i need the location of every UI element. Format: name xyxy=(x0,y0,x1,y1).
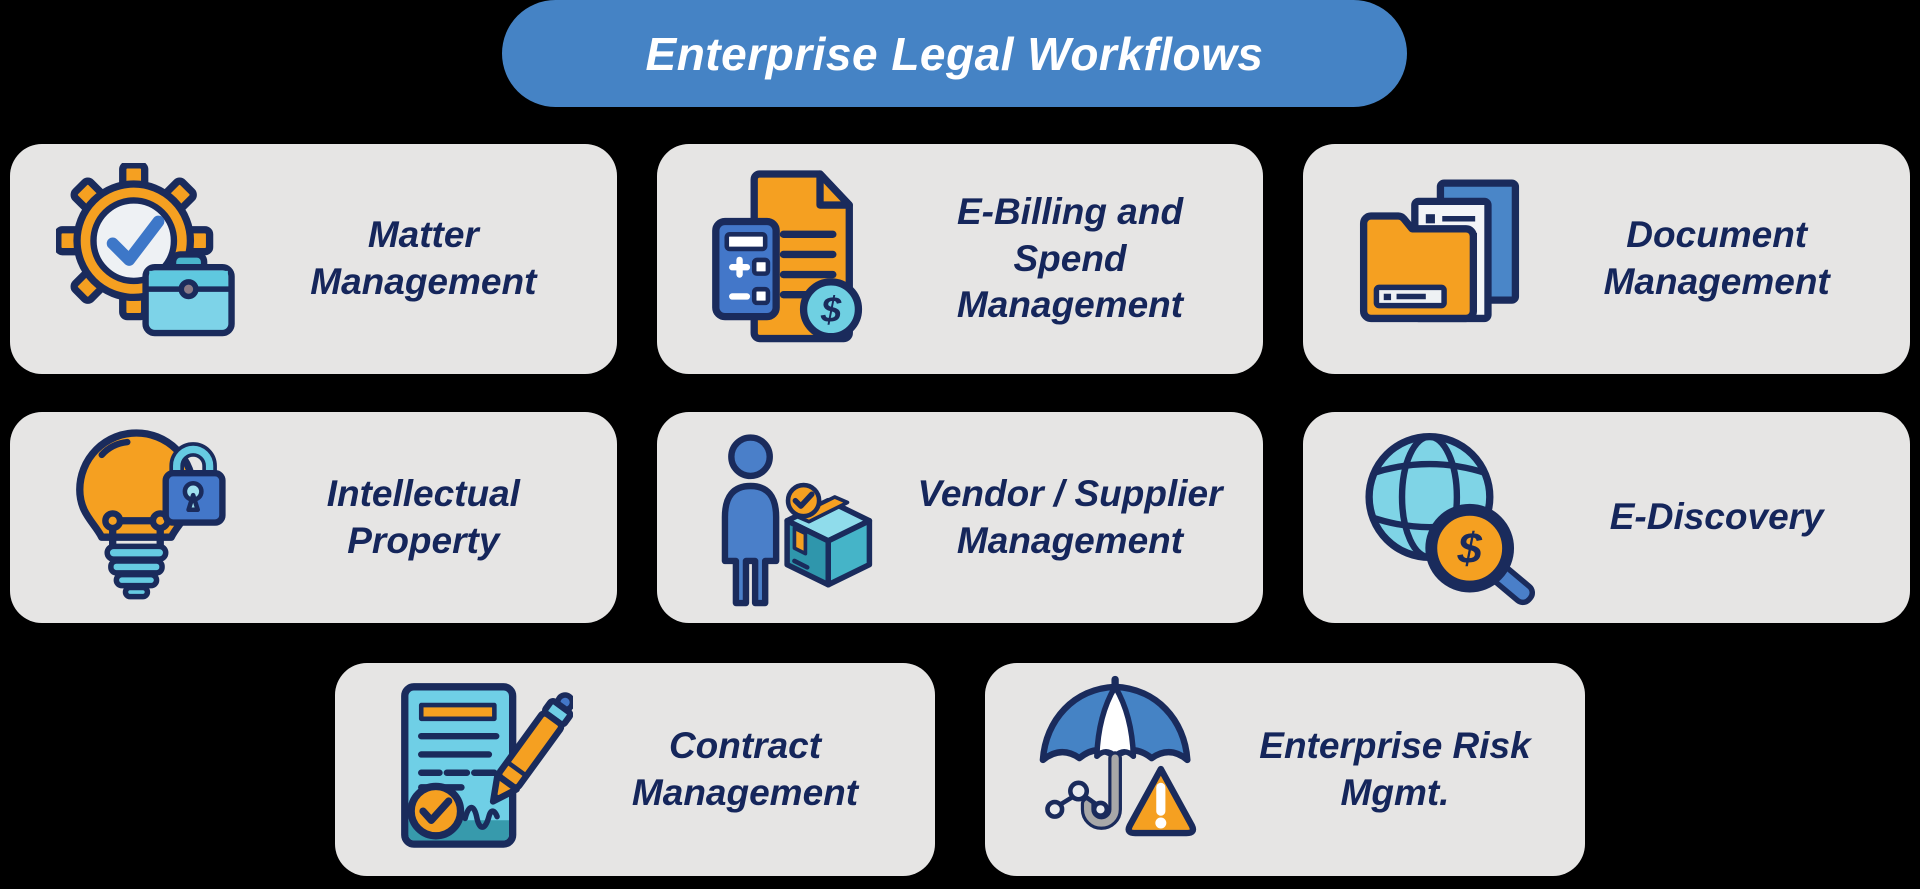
card-e-discovery: $ E-Discovery xyxy=(1303,412,1911,623)
folder-documents-icon xyxy=(1339,163,1551,355)
person-package-icon xyxy=(693,422,905,614)
svg-text:$: $ xyxy=(820,289,842,330)
globe-magnifier-icon: $ xyxy=(1339,422,1551,614)
lightbulb-padlock-icon xyxy=(46,422,258,614)
page-title: Enterprise Legal Workflows xyxy=(645,27,1264,80)
title-pill: Enterprise Legal Workflows xyxy=(502,0,1407,107)
svg-text:$: $ xyxy=(1457,523,1483,572)
card-label-e-discovery: E-Discovery xyxy=(1609,496,1824,538)
invoice-calculator-coin-icon: $ xyxy=(693,163,905,355)
umbrella-warning-icon xyxy=(1021,674,1233,866)
contract-pen-icon xyxy=(371,674,583,866)
gear-checkmark-briefcase-icon xyxy=(46,163,258,355)
